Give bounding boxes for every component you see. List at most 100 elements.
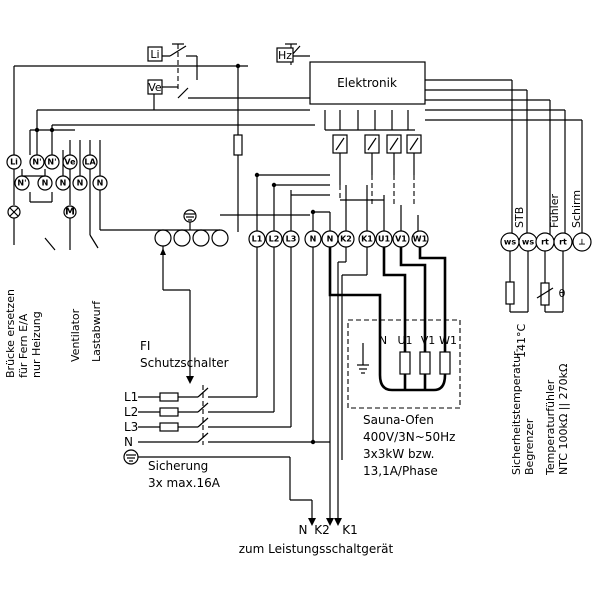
terminal-n-2: N [55, 175, 71, 191]
svg-text:L3: L3 [286, 235, 297, 244]
stb-ntc-loops: θ [505, 251, 566, 313]
terminal-n-4: N [92, 175, 108, 191]
top-wiring [13, 43, 583, 240]
svg-text:rt: rt [559, 238, 567, 247]
right-labels: STB Fühler Schirm Sicherheitstemperatur-… [510, 190, 583, 476]
svg-text:Ve: Ve [64, 158, 76, 167]
stb-label: STB [513, 207, 526, 228]
terminal-rt-1: rt [535, 232, 555, 252]
sicherung-line-2: 3x max.16A [148, 476, 221, 490]
terminal-shield: ⊥ [572, 232, 592, 252]
terminal-n-oven: N [321, 230, 339, 248]
elektronik-box: Elektronik [309, 61, 426, 105]
terminal-v1: V1 [392, 230, 410, 248]
svg-text:V1: V1 [395, 235, 407, 244]
oven-term-v1: V1 [421, 334, 436, 347]
switch-hz-label: Hz [278, 49, 292, 62]
terminal-k1: K1 [358, 230, 376, 248]
bottom-outputs: N K2 K1 zum Leistungsschaltgerät [239, 247, 394, 556]
sauna-oven-box: N U1 V1 W1 Sauna-Ofen 400V/3N~50Hz 3x3kW… [347, 319, 461, 478]
svg-text:N: N [42, 179, 49, 188]
bottom-out-k2: K2 [314, 523, 330, 537]
svg-text:N: N [77, 179, 84, 188]
fi-label-2: Schutzschalter [140, 356, 229, 370]
terminal-k2: K2 [337, 230, 355, 248]
right-terminal-row: ws ws rt rt ⊥ [500, 232, 592, 252]
switch-li-label: Li [150, 48, 159, 61]
terminal-l3: L3 [282, 230, 300, 248]
switch-labels: Li Ve Hz [147, 46, 294, 95]
svg-text:K1: K1 [361, 235, 373, 244]
terminal-la: LA [82, 154, 98, 170]
fi-mains-section: FI Schutzschalter L1 L2 L3 N [123, 247, 330, 490]
switch-ve-label: Ve [148, 81, 162, 94]
terminal-n-prime-1: N' [29, 154, 45, 170]
left-terminal-row: Li N' N' Ve LA N' N N N N M [6, 140, 108, 251]
bottom-out-n: N [299, 523, 308, 537]
bruecke-line-2: für Fern E/A [17, 313, 30, 378]
lastabwurf-label: Lastabwurf [90, 300, 103, 362]
svg-text:L1: L1 [252, 235, 263, 244]
terminal-l1: L1 [248, 230, 266, 248]
ntc-desc: Temperaturfühler [544, 379, 557, 476]
fi-label-1: FI [140, 339, 150, 353]
terminal-ws-1: ws [500, 232, 520, 252]
svg-text:N': N' [17, 179, 26, 188]
mains-l1: L1 [124, 390, 138, 404]
oven-text-1: Sauna-Ofen [363, 413, 434, 427]
oven-text-3: 3x3kW bzw. [363, 447, 434, 461]
oven-term-u1: U1 [397, 334, 412, 347]
relay-blocks [332, 134, 422, 205]
terminal-u1: U1 [375, 230, 393, 248]
oven-wiring [328, 247, 451, 392]
svg-text:⊥: ⊥ [578, 238, 585, 247]
stb-temp: 141°C [515, 324, 528, 358]
ntc-vals: NTC 100kΩ || 270kΩ [557, 364, 570, 475]
fuehler-label: Fühler [548, 194, 561, 228]
svg-text:ws: ws [522, 238, 534, 247]
terminal-n-prime-3: N' [14, 175, 30, 191]
svg-text:N: N [327, 235, 334, 244]
oven-text-2: 400V/3N~50Hz [363, 430, 455, 444]
terminal-ws-2: ws [518, 232, 538, 252]
svg-text:N: N [310, 235, 317, 244]
mains-l3: L3 [124, 420, 138, 434]
main-terminal-row: L1 L2 L3 N N K2 K1 U1 V1 W1 [100, 172, 429, 248]
mains-l2: L2 [124, 405, 138, 419]
svg-text:N': N' [32, 158, 41, 167]
terminal-li: Li [6, 154, 22, 170]
oven-term-w1: W1 [439, 334, 457, 347]
svg-text:N: N [60, 179, 67, 188]
svg-text:N': N' [47, 158, 56, 167]
schirm-label: Schirm [570, 190, 583, 228]
theta-symbol: θ [559, 287, 566, 300]
stb-desc-line-2: Begrenzer [523, 418, 536, 475]
terminal-l2: L2 [265, 230, 283, 248]
terminal-ve: Ve [62, 154, 78, 170]
svg-text:W1: W1 [413, 235, 428, 244]
mains-n: N [124, 435, 133, 449]
sicherung-line-1: Sicherung [148, 459, 208, 473]
svg-text:K2: K2 [340, 235, 352, 244]
bruecke-line-3: nur Heizung [30, 311, 43, 378]
stb-desc-line-1: Sicherheitstemperatur- [510, 348, 523, 475]
svg-text:Li: Li [10, 158, 18, 167]
oven-term-n: N [379, 334, 387, 347]
svg-text:ws: ws [504, 238, 516, 247]
bruecke-line-1: Brücke ersetzen [4, 289, 17, 378]
motor-icon: M [65, 207, 75, 218]
ground-terminal-group [154, 209, 229, 260]
terminal-n-3: N [72, 175, 88, 191]
ventilator-label: Ventilator [69, 308, 82, 362]
svg-text:rt: rt [541, 238, 549, 247]
terminal-n-main: N [304, 230, 322, 248]
oven-text-4: 13,1A/Phase [363, 464, 438, 478]
bottom-label: zum Leistungsschaltgerät [239, 542, 394, 556]
left-labels: Brücke ersetzen für Fern E/A nur Heizung… [4, 289, 103, 378]
terminal-rt-2: rt [553, 232, 573, 252]
svg-text:L2: L2 [269, 235, 280, 244]
svg-text:LA: LA [84, 158, 96, 167]
terminal-n-prime-2: N' [44, 154, 60, 170]
svg-text:U1: U1 [378, 235, 390, 244]
